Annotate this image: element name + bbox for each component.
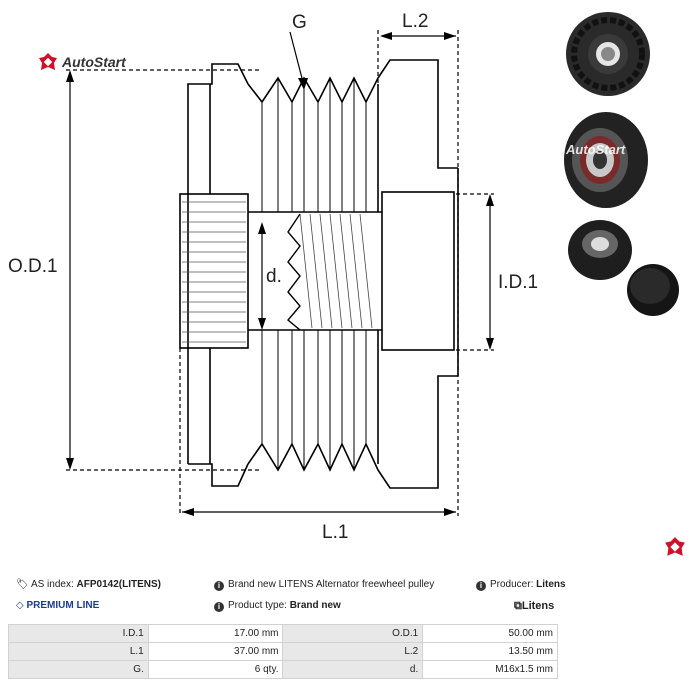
- label-id1: I.D.1: [498, 272, 538, 293]
- table-row: L.1 37.00 mm L.2 13.50 mm: [8, 642, 558, 661]
- info-icon: i: [214, 581, 224, 591]
- label-od1: O.D.1: [8, 256, 58, 277]
- spec-table: I.D.1 17.00 mm O.D.1 50.00 mm L.1 37.00 …: [8, 624, 558, 679]
- product-type-label: Product type:: [228, 600, 287, 611]
- extension-lines: [66, 30, 494, 516]
- spec-value: 37.00 mm: [147, 642, 284, 661]
- dimension-lines: [69, 31, 491, 513]
- info-icon: i: [476, 581, 486, 591]
- label-d: d.: [266, 266, 282, 287]
- label-l1: L.1: [322, 522, 348, 543]
- producer-label: Producer:: [490, 579, 534, 590]
- label-l2: L.2: [402, 11, 428, 32]
- product-photo-bearing: [564, 112, 648, 208]
- table-row: I.D.1 17.00 mm O.D.1 50.00 mm: [8, 624, 558, 643]
- spec-label: I.D.1: [8, 624, 149, 643]
- thread-hatching: [299, 213, 373, 329]
- litens-logo-icon: ⧉Litens: [514, 600, 555, 612]
- label-g: G: [292, 12, 307, 33]
- tags-icon: 🏷: [16, 579, 29, 590]
- info-icon: i: [214, 602, 224, 612]
- product-type-value: Brand new: [289, 600, 341, 611]
- info-row-1: 🏷 AS index: AFP0142(LITENS) i Brand new L…: [0, 579, 689, 597]
- arrow-heads: [66, 32, 494, 516]
- premium-line: ◇ PREMIUM LINE: [16, 600, 99, 611]
- photo-watermark: AutoStart: [566, 142, 626, 157]
- litens-logo-text: Litens: [521, 600, 555, 612]
- premium-line-text: PREMIUM LINE: [26, 600, 100, 611]
- dimension-labels: G L.2 O.D.1 d. I.D.1 L.1: [8, 11, 538, 543]
- description-text: Brand new LITENS Alternator freewheel pu…: [228, 579, 435, 590]
- producer: i Producer: Litens: [476, 579, 566, 591]
- technical-drawing: G L.2 O.D.1 d. I.D.1 L.1: [8, 11, 679, 543]
- pulley-outline: [179, 59, 459, 489]
- spec-label: d.: [282, 660, 424, 679]
- as-index-label: AS index:: [30, 579, 74, 590]
- spec-label: L.1: [8, 642, 149, 661]
- thread-profile: [287, 213, 301, 331]
- spec-value: 13.50 mm: [422, 642, 558, 661]
- spec-value: 17.00 mm: [147, 624, 284, 643]
- spec-label: L.2: [282, 642, 424, 661]
- spec-value: 50.00 mm: [422, 624, 558, 643]
- description: i Brand new LITENS Alternator freewheel p…: [214, 579, 434, 591]
- spec-label: G.: [8, 660, 149, 679]
- autostart-corner-icon: [665, 537, 685, 556]
- autostart-logo-icon: [39, 53, 57, 70]
- spec-value: M16x1.5 mm: [422, 660, 558, 679]
- diamond-icon: ◇: [16, 600, 24, 611]
- autostart-logo: AutoStart: [38, 52, 126, 72]
- hub-knurl: [182, 201, 246, 343]
- producer-value: Litens: [536, 579, 566, 590]
- product-type: i Product type: Brand new: [214, 600, 341, 612]
- groove-lines: [261, 78, 367, 470]
- as-index-value: AFP0142(LITENS): [76, 579, 161, 590]
- autostart-logo-text: AutoStart: [62, 54, 126, 70]
- product-photo-front: [566, 12, 650, 96]
- table-row: G. 6 qty. d. M16x1.5 mm: [8, 660, 558, 679]
- product-photo-side: [568, 220, 679, 316]
- as-index: 🏷 AS index: AFP0142(LITENS): [16, 579, 161, 590]
- spec-label: O.D.1: [282, 624, 424, 643]
- spec-value: 6 qty.: [147, 660, 284, 679]
